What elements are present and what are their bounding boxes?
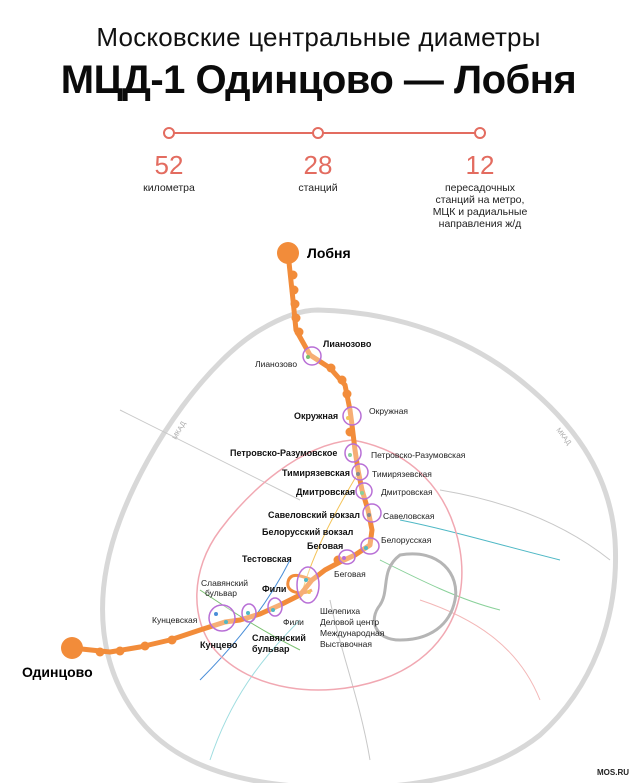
circle-line: [196, 439, 463, 691]
metro-shelepikha: Шелепиха: [320, 606, 360, 616]
stats-line: [169, 132, 481, 134]
stat-stations-label: станций: [298, 182, 338, 194]
metro-dmitrovskaya: Дмитровская: [381, 487, 433, 497]
testovskaya-loop: [286, 573, 313, 595]
stats-dot-3: [474, 127, 486, 139]
svg-text:бульвар: бульвар: [252, 644, 290, 654]
station-dots: [95, 270, 355, 657]
mcd-okruzhnaya: Окружная: [294, 411, 338, 421]
stat-transfer-value: 12: [465, 150, 495, 180]
metro-vystavochnaya: Выставочная: [320, 639, 372, 649]
metro-mezhdunarodnaya: Международная: [320, 628, 385, 638]
mcd-petrovsko: Петровско-Разумовское: [230, 448, 337, 458]
stat-km-value: 52: [154, 150, 184, 180]
metro-okruzhnaya: Окружная: [369, 406, 408, 416]
page-title: МЦД-1 Одинцово — Лобня: [60, 58, 577, 102]
lobnya-terminal: [277, 242, 299, 264]
mcd-belorussky: Белорусский вокзал: [262, 527, 354, 537]
mcd-timiryazevskaya: Тимирязевская: [282, 468, 350, 478]
stats-dot-2: [312, 127, 324, 139]
footer-logo: MOS.RU: [597, 768, 629, 777]
metro-lianozovo: Лианозово: [255, 359, 297, 369]
mcd-kuntsevo: Кунцево: [200, 640, 238, 650]
transfer-rings: [208, 346, 382, 632]
odintsovo-terminal: [61, 637, 83, 659]
stat-transfer-label: пересадочных станций на метро, МЦК и рад…: [432, 182, 528, 230]
stat-km-label: километра: [143, 182, 195, 194]
metro-timiryazevskaya: Тимирязевская: [372, 469, 432, 479]
mcd-testovskaya: Тестовская: [242, 554, 292, 564]
metro-fili: Фили: [283, 617, 304, 627]
label-odintsovo: Одинцово: [22, 664, 93, 680]
label-lobnya: Лобня: [307, 245, 351, 261]
stat-stations-value: 28: [303, 150, 333, 180]
mcd-fili: Фили: [262, 584, 286, 594]
mck-ring: [372, 552, 458, 642]
mkad-label-left: МКАД: [172, 420, 188, 441]
route-map: МКАД МКАД: [22, 242, 619, 783]
metro-belorusskaya: Белорусская: [381, 535, 432, 545]
subtitle: Московские центральные диаметры: [96, 22, 541, 52]
mkad-ring: [100, 307, 619, 783]
background-lines: [119, 409, 611, 761]
metro-savelovskaya: Савеловская: [383, 511, 435, 521]
mcd-savelovsky: Савеловский вокзал: [268, 510, 360, 520]
metro-slavyansky: Славянский: [201, 578, 248, 588]
stats-dot-1: [163, 127, 175, 139]
mcd-begovaya: Беговая: [307, 541, 343, 551]
mcd-lianozovo: Лианозово: [323, 339, 372, 349]
svg-text:бульвар: бульвар: [205, 588, 237, 598]
connector-dots: [214, 355, 371, 624]
mcd-dmitrovskaya: Дмитровская: [296, 487, 355, 497]
metro-kuntsevskaya: Кунцевская: [152, 615, 198, 625]
mcd-slavyansky: Славянский: [252, 633, 306, 643]
metro-begovaya: Беговая: [334, 569, 366, 579]
metro-delovoy: Деловой центр: [320, 617, 379, 627]
metro-petrovsko: Петровско-Разумовская: [371, 450, 466, 460]
